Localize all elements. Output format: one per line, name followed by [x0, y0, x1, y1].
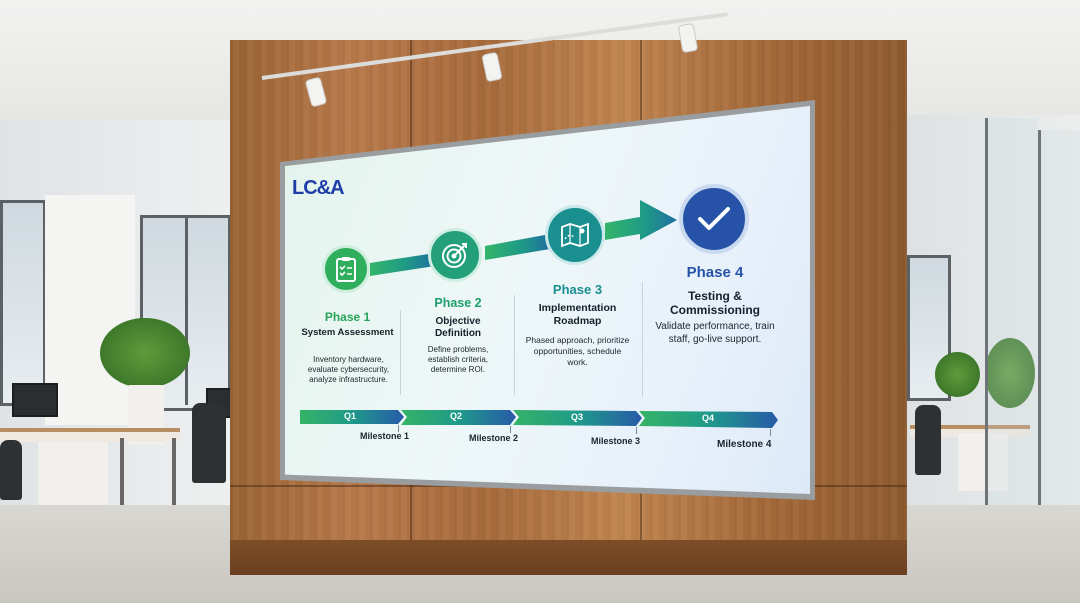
arrow-segment-1	[370, 253, 435, 276]
office-window	[0, 200, 46, 406]
desk-leg	[172, 438, 176, 508]
potted-plant	[985, 338, 1035, 408]
phase-2-subtitle: Objective Definition	[434, 316, 482, 339]
milestone-tick	[398, 425, 399, 432]
desk-leg	[120, 438, 124, 508]
window-mullion	[185, 215, 188, 405]
quarter-label-q1: Q1	[343, 411, 356, 421]
milestone-2-label: Milestone 2	[469, 433, 519, 443]
office-chair	[192, 403, 226, 483]
desk-monitor	[12, 383, 58, 417]
wall-display-screen	[285, 106, 810, 494]
phase-1-title: Phase 1	[324, 310, 371, 324]
wall-base	[230, 540, 907, 575]
checkmark-icon	[679, 184, 749, 254]
phase-2-description: Define problems, establish criteria, det…	[427, 345, 489, 374]
quarter-label-q3: Q3	[570, 412, 583, 422]
quarter-label-q2: Q2	[449, 411, 462, 421]
target-icon	[428, 228, 482, 282]
column-divider	[514, 295, 515, 395]
office-desk	[0, 428, 180, 442]
potted-plant	[100, 318, 190, 388]
company-logo: LC&A	[292, 177, 345, 199]
timeline-chevron-q4	[639, 411, 778, 428]
milestone-tick	[636, 427, 637, 434]
phase-3-description: Phased approach, prioritize opportunitie…	[525, 335, 630, 367]
quarter-label-q4: Q4	[701, 413, 714, 423]
milestone-tick	[770, 429, 771, 436]
timeline-chevron-q1	[300, 410, 404, 424]
phase-4-subtitle: Testing & Commissioning	[669, 289, 760, 317]
timeline-chevron-q3	[513, 410, 642, 426]
milestone-4-label: Milestone 4	[717, 439, 772, 450]
glass-partition	[985, 118, 1038, 518]
arrow-segment-3	[605, 200, 677, 240]
milestone-tick	[510, 426, 511, 433]
desk-cabinet	[958, 433, 1008, 491]
arrow-segment-2	[485, 234, 550, 260]
timeline-bar	[300, 410, 778, 428]
phase-4-description: Validate performance, train staff, go-li…	[655, 321, 775, 345]
timeline-chevron-q2	[401, 410, 516, 425]
phase-1-subtitle: System Assessment	[301, 327, 394, 338]
phase-1-description: Inventory hardware, evaluate cybersecuri…	[307, 355, 390, 384]
clipboard-checklist-icon	[322, 245, 370, 293]
progress-arrow-graphic	[370, 200, 677, 276]
office-chair	[0, 440, 22, 500]
milestone-3-label: Milestone 3	[591, 436, 641, 446]
glass-partition	[1038, 130, 1080, 520]
potted-plant	[935, 352, 980, 397]
desk-cabinet	[38, 442, 108, 510]
map-icon	[545, 205, 605, 265]
phase-3-title: Phase 3	[552, 282, 603, 297]
phase-3-subtitle: Implementation Roadmap	[538, 302, 617, 327]
milestone-1-label: Milestone 1	[360, 431, 410, 441]
office-pillar	[45, 195, 135, 425]
column-divider	[642, 282, 643, 397]
phase-4-title: Phase 4	[686, 264, 744, 281]
column-divider	[400, 310, 401, 395]
office-chair	[915, 405, 941, 475]
phase-2-title: Phase 2	[434, 296, 482, 310]
